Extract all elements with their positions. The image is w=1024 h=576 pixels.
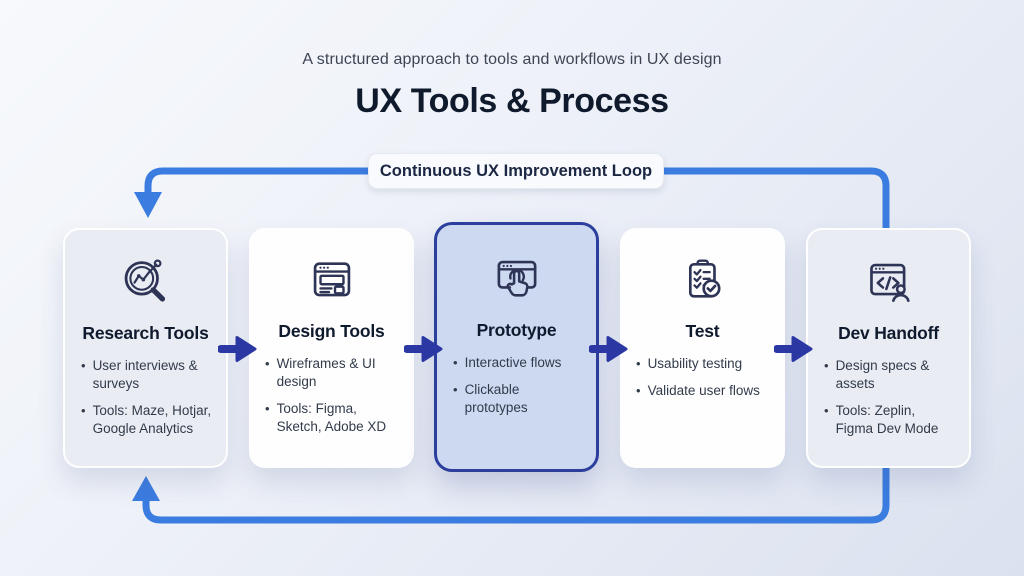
card-prototype: Prototype • Interactive flows • Clickable … [434, 222, 599, 472]
bullet-dot: • [81, 358, 86, 373]
card-icon-wrap [65, 250, 226, 314]
bullet-dot: • [265, 400, 270, 416]
bullet-text: Tools: Maze, Hotjar, Google Analytics [92, 402, 212, 436]
code-window-user-icon [869, 263, 910, 302]
card-icon-wrap [437, 247, 596, 311]
bullet-text: User interviews & surveys [92, 358, 198, 391]
card-title: Research Tools [82, 323, 209, 343]
card-research-tools: Research Tools • User interviews & survey… [63, 228, 228, 468]
bullet-text: Design specs & assets [835, 358, 930, 391]
step-arrow-right-icon [404, 336, 443, 362]
bullet-dot: • [636, 356, 641, 371]
browser-wireframe-icon [313, 262, 350, 297]
card-icon-wrap [620, 248, 785, 312]
bullet-text: Tools: Figma, Sketch, Adobe XD [276, 400, 387, 434]
card-bullet-list: • User interviews & surveys • Tools: Maze,… [81, 357, 212, 447]
loop-arrow-up-icon [132, 476, 160, 501]
bullet-item: • Validate user flows [636, 382, 771, 400]
card-design-tools: Design Tools • Wireframes & UI design • To… [249, 228, 414, 468]
bullet-item: • Tools: Maze, Hotjar, Google Analytics [81, 402, 212, 438]
page-subtitle: A structured approach to tools and workf… [302, 51, 722, 68]
card-bullet-list: • Usability testing • Validate user flows [636, 355, 771, 409]
bullet-text: Wireframes & UI design [276, 356, 376, 389]
bullet-text: Tools: Zeplin, Figma Dev Mode [835, 402, 939, 436]
loop-label-badge: Continuous UX Improvement Loop [368, 153, 664, 189]
clipboard-check-icon [688, 259, 721, 298]
bullet-item: • Wireframes & UI design [265, 355, 400, 391]
loop-arrow-down-icon [134, 192, 162, 218]
bullet-item: • Clickable prototypes [453, 381, 582, 417]
bullet-item: • Design specs & assets [824, 357, 955, 393]
card-test: Test • Usability testing • Validate user f… [620, 228, 785, 468]
card-icon-wrap [249, 248, 414, 312]
page-title: UX Tools & Process [355, 82, 669, 120]
bullet-dot: • [453, 355, 458, 370]
card-title: Design Tools [278, 321, 385, 341]
card-title: Test [685, 321, 720, 341]
card-bullet-list: • Wireframes & UI design • Tools: Figma, S… [265, 355, 400, 445]
bullet-dot: • [453, 381, 458, 397]
tap-window-icon [497, 260, 536, 297]
card-bullet-list: • Interactive flows • Clickable prototypes [453, 354, 582, 426]
bullet-dot: • [636, 382, 641, 398]
card-title: Dev Handoff [838, 323, 939, 343]
bullet-item: • Usability testing [636, 355, 771, 373]
magnifier-analytics-icon [124, 259, 165, 302]
bullet-text: Validate user flows [647, 382, 760, 398]
bullet-item: • Tools: Zeplin, Figma Dev Mode [824, 402, 955, 438]
bullet-item: • Tools: Figma, Sketch, Adobe XD [265, 400, 400, 436]
card-title: Prototype [476, 320, 557, 340]
bullet-text: Clickable prototypes [464, 381, 528, 415]
bullet-item: • User interviews & surveys [81, 357, 212, 393]
bullet-dot: • [824, 402, 829, 418]
card-dev-handoff: Dev Handoff • Design specs & assets • Tool… [806, 228, 971, 468]
card-bullet-list: • Design specs & assets • Tools: Zeplin, F… [824, 357, 955, 447]
bullet-text: Usability testing [647, 356, 743, 371]
step-arrow-right-icon [589, 336, 628, 362]
bullet-dot: • [265, 356, 270, 371]
bullet-dot: • [81, 402, 86, 418]
step-arrow-right-icon [774, 336, 813, 362]
step-arrow-right-icon [218, 336, 257, 362]
bullet-text: Interactive flows [464, 355, 562, 370]
card-icon-wrap [808, 250, 969, 314]
bullet-dot: • [824, 358, 829, 373]
bullet-item: • Interactive flows [453, 354, 582, 372]
